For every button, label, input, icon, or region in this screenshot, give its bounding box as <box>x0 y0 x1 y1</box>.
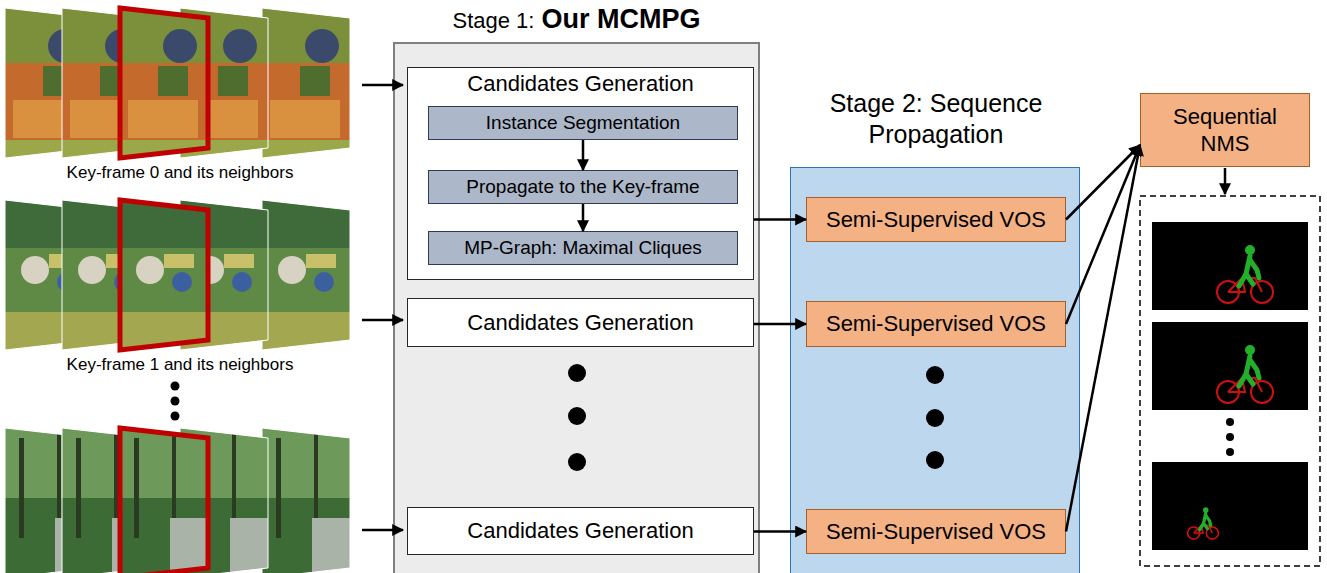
cyclist-mask <box>1217 345 1273 403</box>
candidates-box: Candidates Generation <box>407 298 754 347</box>
video-frame <box>262 428 350 573</box>
result-panel <box>1140 196 1320 566</box>
stage-heading: Stage 2:Sequence Propagation <box>816 88 1056 151</box>
candidates-box: Candidates Generation <box>407 507 754 555</box>
node-text: Candidates Generation <box>467 310 693 336</box>
dot <box>171 382 180 391</box>
dot <box>171 397 180 406</box>
node-text: Instance Segmentation <box>486 112 680 134</box>
result-mask <box>1152 322 1308 410</box>
video-frame <box>5 428 93 573</box>
node-text: Semi-Supervised VOS <box>826 311 1046 337</box>
cyclist-mask <box>1188 507 1219 539</box>
video-frame <box>180 428 268 573</box>
node-text: Semi-Supervised VOS <box>826 519 1046 545</box>
nms-box: Sequential NMS <box>1140 93 1310 167</box>
video-frame <box>262 8 350 158</box>
frame-stack <box>5 428 350 573</box>
node-text: Semi-Supervised VOS <box>826 207 1046 233</box>
node-text: MP-Graph: Maximal Cliques <box>464 237 702 259</box>
video-frame <box>180 8 268 158</box>
video-frame <box>62 428 150 573</box>
node-text: Propagate to the Key-frame <box>466 176 699 198</box>
key-frame <box>120 428 208 573</box>
node-text: Sequential NMS <box>1155 103 1295 158</box>
output-arrow <box>1224 168 1227 194</box>
candidates-box: Candidates GenerationInstance Segmentati… <box>407 67 754 280</box>
dot <box>1226 418 1234 426</box>
result-mask <box>1152 462 1308 550</box>
video-frame <box>5 8 93 158</box>
step-box: Instance Segmentation <box>428 106 738 140</box>
cyclist-mask <box>1217 245 1273 303</box>
dot <box>171 412 180 421</box>
result-mask <box>1152 222 1308 310</box>
frame-caption: Key-frame 0 and its neighbors <box>0 163 360 183</box>
stage-heading: Stage 1:Our MCMPG <box>395 4 758 35</box>
frame-stack <box>5 8 350 158</box>
key-frame <box>120 200 208 350</box>
frame-caption: Key-frame 1 and its neighbors <box>0 355 360 375</box>
step-box: MP-Graph: Maximal Cliques <box>428 231 738 265</box>
node-text: Candidates Generation <box>467 518 693 544</box>
stage-panel: Stage 1:Our MCMPGCandidates GenerationIn… <box>393 42 760 573</box>
video-frame <box>62 200 150 350</box>
node-text: Candidates Generation <box>467 71 693 96</box>
video-frame <box>180 200 268 350</box>
ellipsis-dots <box>171 382 180 421</box>
box-heading: Candidates Generation <box>408 71 753 97</box>
key-frame <box>120 8 208 158</box>
video-frame <box>262 200 350 350</box>
dot <box>1226 433 1234 441</box>
frame-stack <box>5 200 350 350</box>
stage-panel: Stage 2:Sequence PropagationSemi-Supervi… <box>790 167 1080 573</box>
step-box: Propagate to the Key-frame <box>428 170 738 204</box>
ellipsis-dots <box>1226 418 1234 456</box>
video-frame <box>5 200 93 350</box>
node-text: Stage 2: <box>830 89 923 117</box>
dot <box>1226 448 1234 456</box>
vos-box: Semi-Supervised VOS <box>806 301 1066 347</box>
vos-box: Semi-Supervised VOS <box>806 197 1066 242</box>
vos-box: Semi-Supervised VOS <box>806 509 1066 554</box>
node-text: Stage 1: <box>453 8 535 33</box>
video-frame <box>62 8 150 158</box>
node-text: Our MCMPG <box>541 4 700 34</box>
